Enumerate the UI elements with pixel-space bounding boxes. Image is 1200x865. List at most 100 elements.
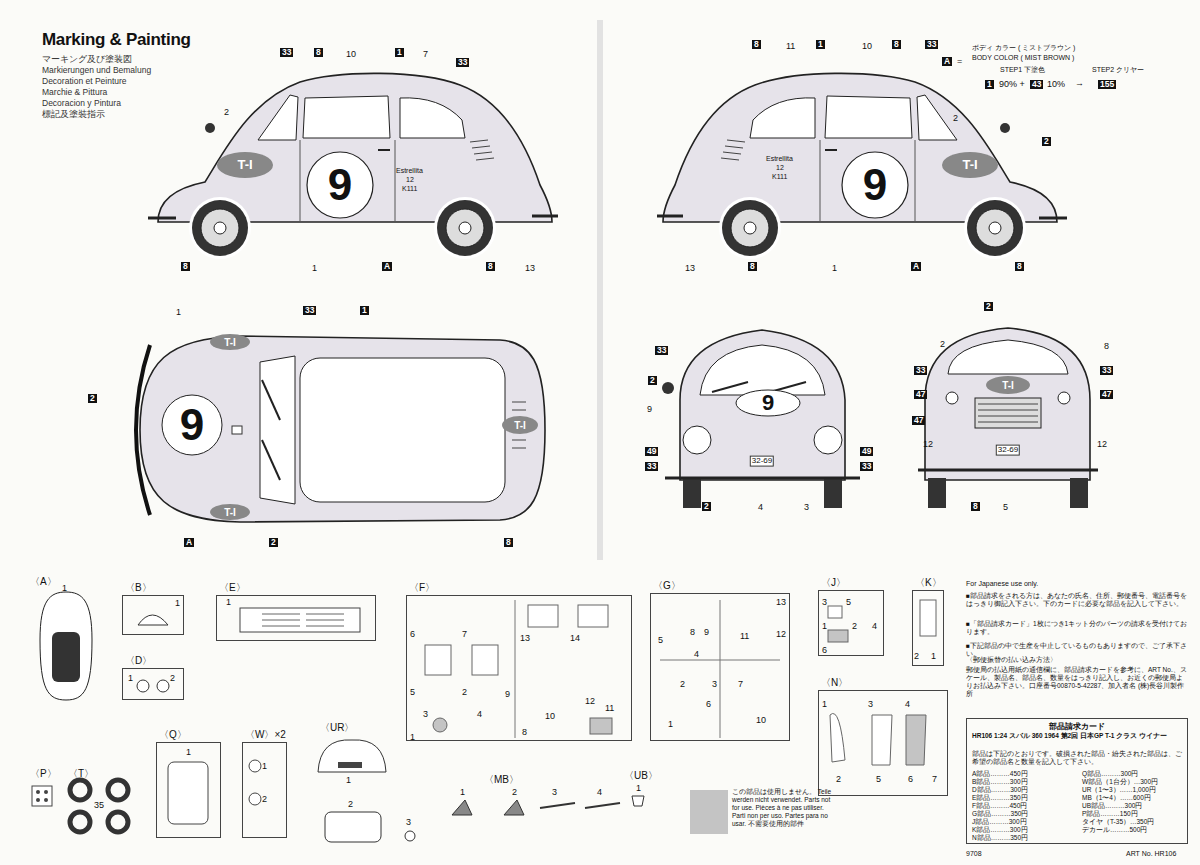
parts-tree-label: 〈UR〉 bbox=[320, 722, 354, 733]
callout-number: 10 bbox=[545, 712, 555, 722]
callout-number: 1 bbox=[176, 308, 181, 318]
callout-number: 4 bbox=[758, 503, 763, 513]
callout-number: 1 bbox=[832, 264, 837, 274]
callout-number: 1 bbox=[346, 776, 351, 786]
callout-number: 33 bbox=[456, 58, 469, 67]
note-text: STEP1 下塗色 bbox=[1000, 66, 1045, 74]
parts-heading: 〈F〉 bbox=[409, 581, 435, 595]
callout-number: A bbox=[942, 57, 952, 66]
callout-number: 8 bbox=[1015, 262, 1024, 271]
note-text: 12 bbox=[776, 164, 784, 172]
price-row: B部品………300円 bbox=[972, 778, 1028, 786]
callout-number: 7 bbox=[932, 775, 937, 785]
price-row: N部品………350円 bbox=[972, 834, 1028, 842]
note-text: Estrellita bbox=[396, 167, 423, 175]
callout-number: 8 bbox=[752, 40, 761, 49]
callout-number: 5 bbox=[658, 636, 663, 646]
note-text: ■下記部品の中で生産を中止しているものもありますので、ご了承下さい。 bbox=[966, 642, 1188, 658]
callout-number: 2 bbox=[953, 114, 958, 124]
parts-heading: 〈B〉 bbox=[125, 581, 152, 595]
callout-number: 4 bbox=[597, 788, 602, 798]
callout-number: 2 bbox=[88, 394, 97, 403]
callout-number: 13 bbox=[525, 264, 535, 274]
parts-tree-label: 〈T〉 bbox=[68, 768, 94, 779]
callout-number: 9 bbox=[505, 690, 510, 700]
parts-heading: 〈N〉 bbox=[821, 676, 848, 690]
callout-number: 13 bbox=[685, 264, 695, 274]
parts-heading: 〈E〉 bbox=[219, 581, 246, 595]
callout-number: 1 bbox=[636, 784, 641, 794]
price-row: A部品………450円 bbox=[972, 770, 1028, 778]
decal-number: 9 bbox=[863, 161, 887, 209]
callout-number: 5 bbox=[410, 688, 415, 698]
price-row: Q部品………300円 bbox=[1082, 770, 1138, 778]
callout-number: 33 bbox=[925, 40, 938, 49]
price-row: UR（1〜3）……1,000円 bbox=[1082, 786, 1156, 794]
callout-number: 3 bbox=[406, 818, 411, 828]
price-row: UB部品………300円 bbox=[1082, 802, 1142, 810]
callout-number: 13 bbox=[520, 634, 530, 644]
parts-frame: 〈E〉 bbox=[216, 595, 376, 641]
callout-number: 43 bbox=[1030, 80, 1043, 89]
callout-number: 1 bbox=[360, 306, 369, 315]
callout-number: 11 bbox=[786, 42, 795, 52]
subtitle: Decoracion y Pintura bbox=[42, 99, 121, 108]
callout-number: 3 bbox=[423, 710, 428, 720]
callout-number: 1 bbox=[460, 788, 465, 798]
callout-number: 6 bbox=[822, 646, 827, 656]
subtitle: マーキング及び塗装図 bbox=[42, 55, 132, 64]
price-row: K部品………300円 bbox=[972, 826, 1028, 834]
callout-number: 2 bbox=[269, 538, 278, 547]
callout-number: 1 bbox=[128, 674, 133, 684]
parts-frame: 〈D〉 bbox=[122, 668, 184, 700]
note-text: For Japanese use only. bbox=[966, 580, 1038, 588]
note-text: ART No. HR106 bbox=[1126, 850, 1176, 858]
callout-number: 8 bbox=[504, 538, 513, 547]
subtitle: Marchie & Pittura bbox=[42, 88, 107, 97]
note-text: 12 bbox=[406, 176, 414, 184]
parts-heading: 〈Q〉 bbox=[159, 728, 187, 742]
callout-number: 1 bbox=[62, 584, 67, 594]
subtitle: Markierungen und Bemalung bbox=[42, 66, 151, 75]
callout-number: A bbox=[911, 262, 921, 271]
callout-number: 90% + bbox=[999, 80, 1025, 90]
callout-number: 13 bbox=[776, 598, 786, 608]
decal-text: T-I bbox=[237, 158, 252, 172]
callout-number: 33 bbox=[1100, 366, 1113, 375]
parts-heading: 〈D〉 bbox=[125, 654, 152, 668]
callout-number: 2 bbox=[462, 688, 467, 698]
callout-number: 6 bbox=[908, 775, 913, 785]
callout-number: 1 bbox=[816, 40, 825, 49]
callout-number: 47 bbox=[912, 416, 925, 425]
callout-number: 1 bbox=[226, 598, 231, 608]
callout-number: 2 bbox=[648, 376, 657, 385]
callout-number: 2 bbox=[1042, 137, 1051, 146]
callout-number: 9 bbox=[704, 628, 709, 638]
callout-number: 11 bbox=[605, 704, 614, 714]
callout-number: 33 bbox=[655, 346, 668, 355]
callout-number: 8 bbox=[1104, 342, 1109, 352]
page-title: Marking & Painting bbox=[42, 30, 191, 50]
callout-number: 3 bbox=[712, 680, 717, 690]
callout-number: 11 bbox=[740, 632, 749, 642]
callout-number: 4 bbox=[905, 700, 910, 710]
callout-number: 2 bbox=[940, 340, 945, 350]
callout-number: 3 bbox=[552, 788, 557, 798]
callout-number: 1 bbox=[931, 652, 936, 662]
price-row: F部品………450円 bbox=[972, 802, 1027, 810]
callout-number: 10% bbox=[1047, 80, 1065, 90]
callout-number: 2 bbox=[680, 680, 685, 690]
callout-number: 33 bbox=[303, 306, 316, 315]
legend-text: この部品は使用しません。 Teile werden nicht verwende… bbox=[732, 788, 832, 828]
callout-number: A bbox=[184, 538, 194, 547]
callout-number: 3 bbox=[868, 700, 873, 710]
callout-number: 35 bbox=[94, 801, 104, 811]
callout-number: 1 bbox=[395, 48, 404, 57]
callout-number: 2 bbox=[512, 788, 517, 798]
callout-number: 49 bbox=[645, 447, 658, 456]
callout-number: 8 bbox=[314, 48, 323, 57]
callout-number: 2 bbox=[836, 775, 841, 785]
callout-number: 1 bbox=[822, 700, 827, 710]
parts-heading: 部品請求カード bbox=[967, 721, 1187, 732]
callout-number: 4 bbox=[694, 650, 699, 660]
